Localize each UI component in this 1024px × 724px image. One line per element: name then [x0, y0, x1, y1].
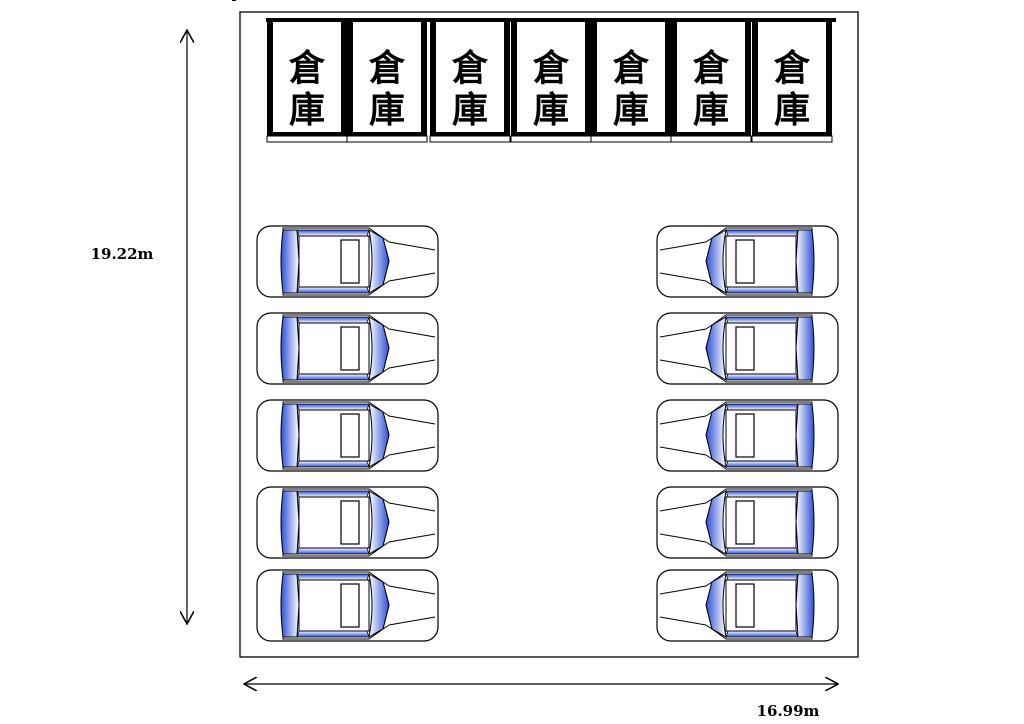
height-dimension-label: 19.22m — [91, 245, 154, 263]
warehouse-label-bottom: 庫 — [533, 89, 569, 131]
warehouse-unit: 倉 庫 — [751, 17, 833, 143]
parked-car-icon — [256, 399, 439, 472]
warehouse-row: 倉 庫 倉 庫 倉 庫 倉 庫 倉 庫 倉 庫 倉 — [266, 17, 836, 143]
warehouse-unit: 倉 庫 — [670, 17, 752, 143]
warehouse-unit: 倉 庫 — [510, 17, 592, 143]
parking-right-column — [656, 225, 839, 642]
warehouse-label-bottom: 庫 — [452, 89, 488, 131]
parked-car-icon — [656, 569, 839, 642]
parked-car-icon — [256, 312, 439, 385]
warehouse-label-top: 倉 — [451, 47, 488, 89]
parked-car-icon — [256, 486, 439, 559]
warehouse-label-bottom: 庫 — [289, 89, 325, 131]
warehouse-label-bottom: 庫 — [613, 89, 649, 131]
parked-car-icon — [656, 399, 839, 472]
warehouse-label-bottom: 庫 — [774, 89, 810, 131]
warehouse-unit: 倉 庫 — [590, 17, 672, 143]
warehouse-label-top: 倉 — [692, 47, 729, 89]
parked-car-icon — [656, 312, 839, 385]
warehouse-unit: 倉 庫 — [429, 17, 511, 143]
warehouse-label-bottom: 庫 — [369, 89, 405, 131]
width-dimension-label: 16.99m — [757, 702, 820, 720]
parked-car-icon — [256, 569, 439, 642]
warehouse-label-top: 倉 — [368, 47, 405, 89]
warehouse-label-top: 倉 — [532, 47, 569, 89]
warehouse-label-bottom: 庫 — [693, 89, 729, 131]
parked-car-icon — [656, 225, 839, 298]
parking-left-column — [256, 225, 439, 642]
warehouse-unit: 倉 庫 — [346, 17, 428, 143]
parked-car-icon — [656, 486, 839, 559]
parked-car-icon — [256, 225, 439, 298]
warehouse-label-top: 倉 — [612, 47, 649, 89]
warehouse-unit: 倉 庫 — [266, 17, 348, 143]
warehouse-label-top: 倉 — [773, 47, 810, 89]
warehouse-label-top: 倉 — [288, 47, 325, 89]
